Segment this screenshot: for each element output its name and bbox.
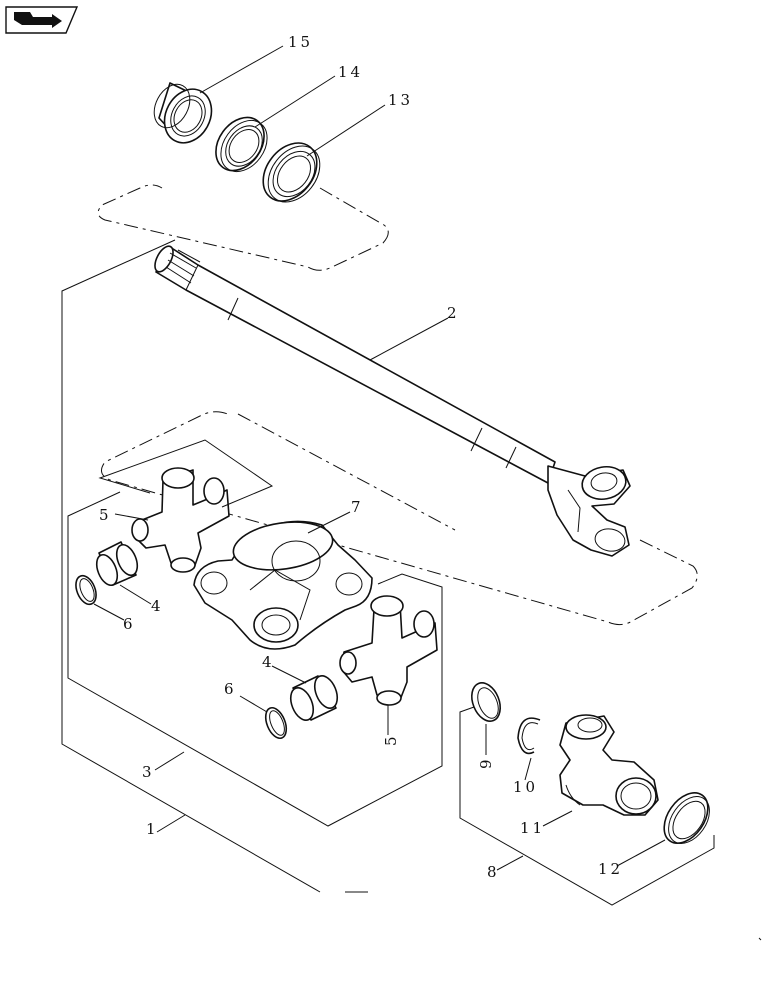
callout-6-upper: 6 [123, 615, 136, 633]
bracket-assembly-3 [67, 491, 443, 827]
snap-ring-part-6-lower [264, 706, 288, 740]
callout-11: 11 [520, 819, 545, 837]
seal-part-12 [663, 792, 710, 844]
callout-15: 15 [288, 33, 313, 51]
flange-yoke-part-11 [559, 714, 659, 816]
corner-mark [758, 937, 762, 941]
seal-part-14 [215, 116, 268, 173]
assembly-outline-joint [100, 411, 698, 626]
callout-7: 7 [351, 498, 364, 516]
snap-ring-part-6-upper [75, 574, 97, 606]
callout-5-upper: 5 [99, 506, 112, 524]
leader-lines [93, 45, 666, 871]
callout-4-upper: 4 [151, 597, 164, 615]
snap-ring-part-10 [517, 717, 541, 755]
spider-part-5-lower [339, 595, 438, 706]
axle-shaft-part-2 [154, 245, 631, 557]
bracket-assembly-8 [459, 706, 715, 906]
callout-8: 8 [487, 863, 500, 881]
assembly-outline-seals [97, 184, 389, 271]
bearing-part-15 [153, 82, 213, 144]
callout-14: 14 [338, 63, 363, 81]
bracket-assembly-1 [61, 239, 368, 893]
callout-10: 10 [513, 778, 538, 796]
seal-part-13 [262, 142, 321, 203]
center-yoke-part-7 [193, 520, 373, 650]
callout-1: 1 [146, 820, 159, 838]
callout-9: 9 [477, 756, 495, 769]
callout-12: 12 [598, 860, 623, 878]
callout-5-lower: 5 [382, 733, 400, 746]
callout-6-lower: 6 [224, 680, 237, 698]
callout-13: 13 [388, 91, 413, 109]
callout-3: 3 [142, 763, 155, 781]
bracket-subassembly-upper [98, 439, 274, 508]
callout-4-lower: 4 [262, 653, 275, 671]
callout-2: 2 [447, 304, 460, 322]
bearing-cup-part-4-upper [95, 541, 139, 587]
callout-labels: 15 14 13 2 7 5 4 6 4 6 5 3 1 9 10 11 12 … [99, 33, 623, 881]
ring-part-9 [471, 682, 501, 722]
bearing-cup-part-4-lower [289, 674, 339, 722]
book-arrow-icon[interactable] [5, 6, 79, 34]
